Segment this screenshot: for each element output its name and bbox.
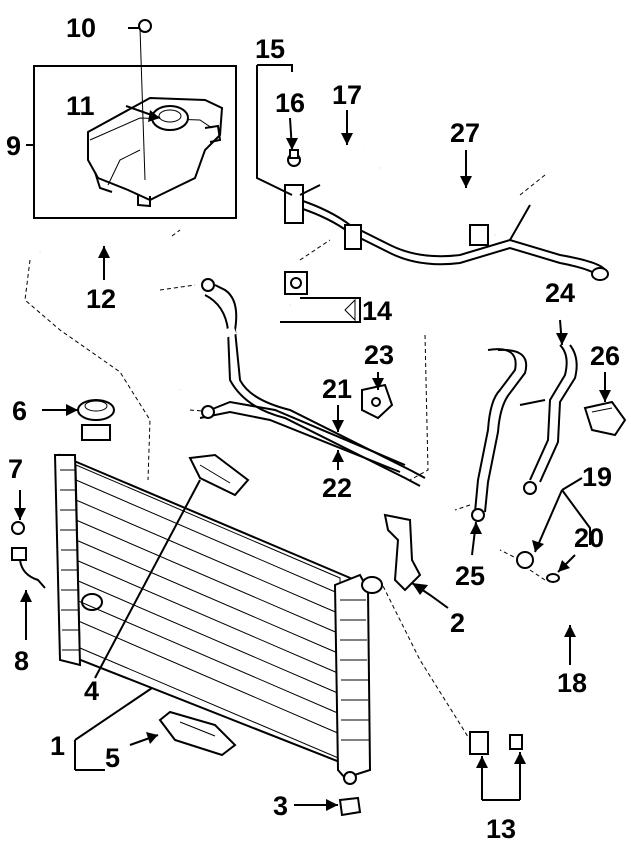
- drain-plug-3: [338, 796, 362, 817]
- callout-4: 4: [84, 676, 99, 706]
- callout-3: 3: [273, 791, 288, 821]
- cooler-lines-21-22: [174, 278, 426, 487]
- callout-21: 21: [322, 374, 352, 404]
- callout-14: 14: [362, 296, 392, 326]
- drain-sensor-7-8: [11, 521, 46, 589]
- callout-1: 1: [50, 731, 65, 761]
- leader-lines: [19, 19, 606, 806]
- callout-16: 16: [275, 88, 305, 118]
- callout-24: 24: [545, 278, 575, 308]
- thermostat-housing: [284, 149, 321, 224]
- reservoir-inset-box: [33, 65, 237, 219]
- hose-14-assembly: [239, 271, 308, 335]
- callout-23: 23: [364, 340, 394, 370]
- callout-22: 22: [322, 473, 352, 503]
- bracket-26: [583, 400, 627, 437]
- clip-23: [361, 383, 394, 420]
- callout-5: 5: [105, 743, 120, 773]
- arrowheads: [14, 110, 611, 811]
- callout-11: 11: [66, 91, 95, 121]
- upper-bracket-4: [188, 453, 250, 497]
- radiator-cap-6: [77, 399, 115, 441]
- callout-7: 7: [8, 454, 23, 484]
- callout-2: 2: [450, 608, 465, 638]
- callout-6: 6: [12, 396, 27, 426]
- heater-pipe-assembly: [299, 162, 609, 281]
- callout-9: 9: [6, 131, 21, 161]
- callout-18: 18: [557, 668, 587, 698]
- callout-15: 15: [255, 34, 285, 64]
- bracket-2: [383, 513, 422, 592]
- callout-8: 8: [14, 646, 29, 676]
- callout-17: 17: [332, 80, 362, 110]
- callout-26: 26: [590, 341, 620, 371]
- lower-bracket-5: [158, 710, 237, 757]
- callout-19: 19: [582, 462, 612, 492]
- callout-labels: 10 11 9 12 15 16 17 27 14 24 26 23 21 22…: [6, 13, 620, 844]
- callout-13: 13: [486, 814, 516, 844]
- hose-17: [315, 142, 366, 181]
- lower-hose-assembly: [469, 551, 591, 755]
- callout-12: 12: [86, 284, 116, 314]
- callout-25: 25: [455, 561, 485, 591]
- heater-hoses-24-25: [471, 344, 578, 522]
- callout-27: 27: [450, 118, 480, 148]
- radiator: [53, 453, 383, 785]
- callout-10: 10: [66, 13, 96, 43]
- callout-20: 20: [574, 523, 604, 553]
- hose-12: [36, 229, 171, 255]
